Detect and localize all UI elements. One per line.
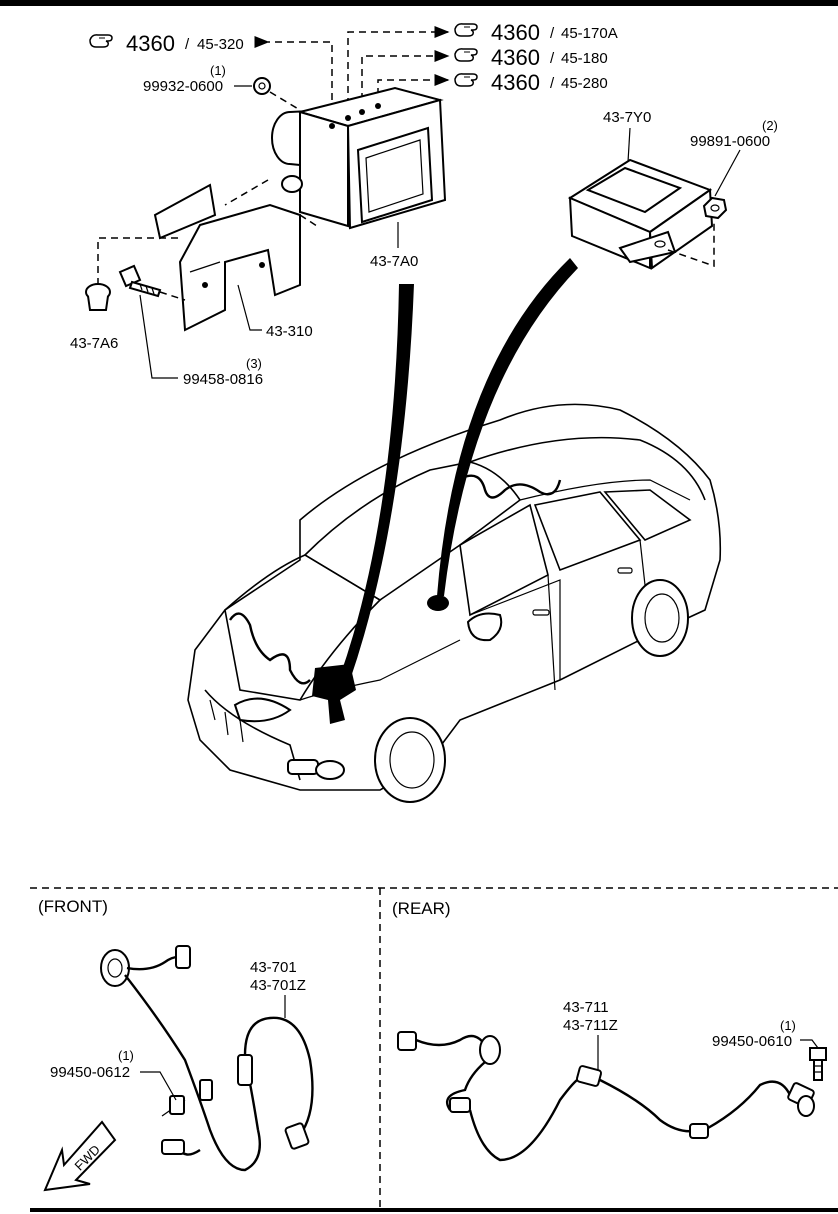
- qty-label: (3): [246, 356, 262, 371]
- top-border: [0, 0, 838, 6]
- pointing-hand-icon: [89, 34, 113, 48]
- part-number: 43-7A0: [370, 253, 418, 270]
- section-title-rear: (REAR): [392, 899, 451, 918]
- part-number-alt: 43-711Z: [563, 1017, 618, 1034]
- ref-separator: /: [550, 75, 555, 92]
- part-label-99891: (2) 99891-0600: [690, 118, 778, 197]
- ref-num: 4360: [491, 45, 540, 70]
- rear-sensor-bolt: [809, 1047, 827, 1081]
- abs-bracket: [153, 179, 321, 332]
- ref-num: 4360: [491, 70, 540, 95]
- bottom-border: [30, 1208, 838, 1212]
- pointing-hand-icon: [454, 73, 478, 87]
- part-label-99458: (3) 99458-0816: [139, 294, 263, 388]
- ref-part: 45-280: [561, 75, 608, 92]
- qty-label: (1): [210, 63, 226, 78]
- grommet-part: [85, 237, 180, 311]
- qty-label: (2): [762, 118, 778, 133]
- ref-callout-45-280: 4360 / 45-280: [454, 70, 608, 95]
- ref-separator: /: [550, 25, 555, 42]
- rear-wheel-speed-sensor: [397, 1031, 815, 1162]
- ref-leader-lines: [254, 26, 450, 112]
- abs-hydraulic-unit: [271, 86, 447, 230]
- part-label-99932: (1) 99932-0600: [143, 63, 252, 95]
- part-number: 99891-0600: [690, 133, 770, 150]
- part-number: 99450-0612: [50, 1064, 130, 1081]
- qty-label: (1): [780, 1018, 796, 1033]
- part-number-alt: 43-701Z: [250, 977, 306, 994]
- part-number: 99932-0600: [143, 78, 223, 95]
- ref-callout-45-180: 4360 / 45-180: [454, 45, 608, 70]
- washer-part: [253, 77, 301, 111]
- ref-part: 45-170A: [561, 25, 618, 42]
- part-label-43-7Y0: 43-7Y0: [603, 109, 651, 163]
- part-label-99450-0610: (1) 99450-0610: [712, 1018, 819, 1050]
- vehicle-illustration: [187, 403, 722, 803]
- part-label-43-310: 43-310: [237, 284, 313, 340]
- abs-location-pointer: [340, 284, 414, 680]
- part-number: 99450-0610: [712, 1033, 792, 1050]
- part-number: 43-310: [266, 323, 313, 340]
- nut-part: [702, 196, 728, 220]
- yaw-rate-sensor: [567, 158, 715, 270]
- fwd-arrow-icon: FWD: [43, 1120, 117, 1192]
- section-title-front: (FRONT): [38, 897, 108, 916]
- part-number-43-7A6: 43-7A6: [70, 335, 118, 352]
- part-number: 43-711: [563, 999, 609, 1016]
- part-label-43-7A0: 43-7A0: [370, 222, 418, 270]
- front-wheel-speed-sensor: [100, 945, 314, 1172]
- part-number: 43-7Y0: [603, 109, 651, 126]
- ref-callout-45-170A: 4360 / 45-170A: [454, 20, 618, 45]
- part-label-rear-sensor: 43-711 43-711Z: [563, 999, 618, 1070]
- ref-separator: /: [550, 50, 555, 67]
- bolt-part: [118, 264, 186, 301]
- part-label-99450-0612: (1) 99450-0612: [50, 1048, 177, 1101]
- ref-separator: /: [185, 36, 190, 53]
- ref-num: 4360: [126, 31, 175, 56]
- part-number: 99458-0816: [183, 371, 263, 388]
- ref-part: 45-320: [197, 36, 244, 53]
- qty-label: (1): [118, 1048, 134, 1063]
- pointing-hand-icon: [454, 48, 478, 62]
- part-number: 43-701: [250, 959, 297, 976]
- yaw-sensor-location-pointer: [437, 258, 578, 596]
- pointing-hand-icon: [454, 23, 478, 37]
- ref-num: 4360: [491, 20, 540, 45]
- ref-part: 45-180: [561, 50, 608, 67]
- part-label-front-sensor: 43-701 43-701Z: [250, 959, 306, 1018]
- ref-callout-45-320: 4360 / 45-320: [89, 31, 244, 56]
